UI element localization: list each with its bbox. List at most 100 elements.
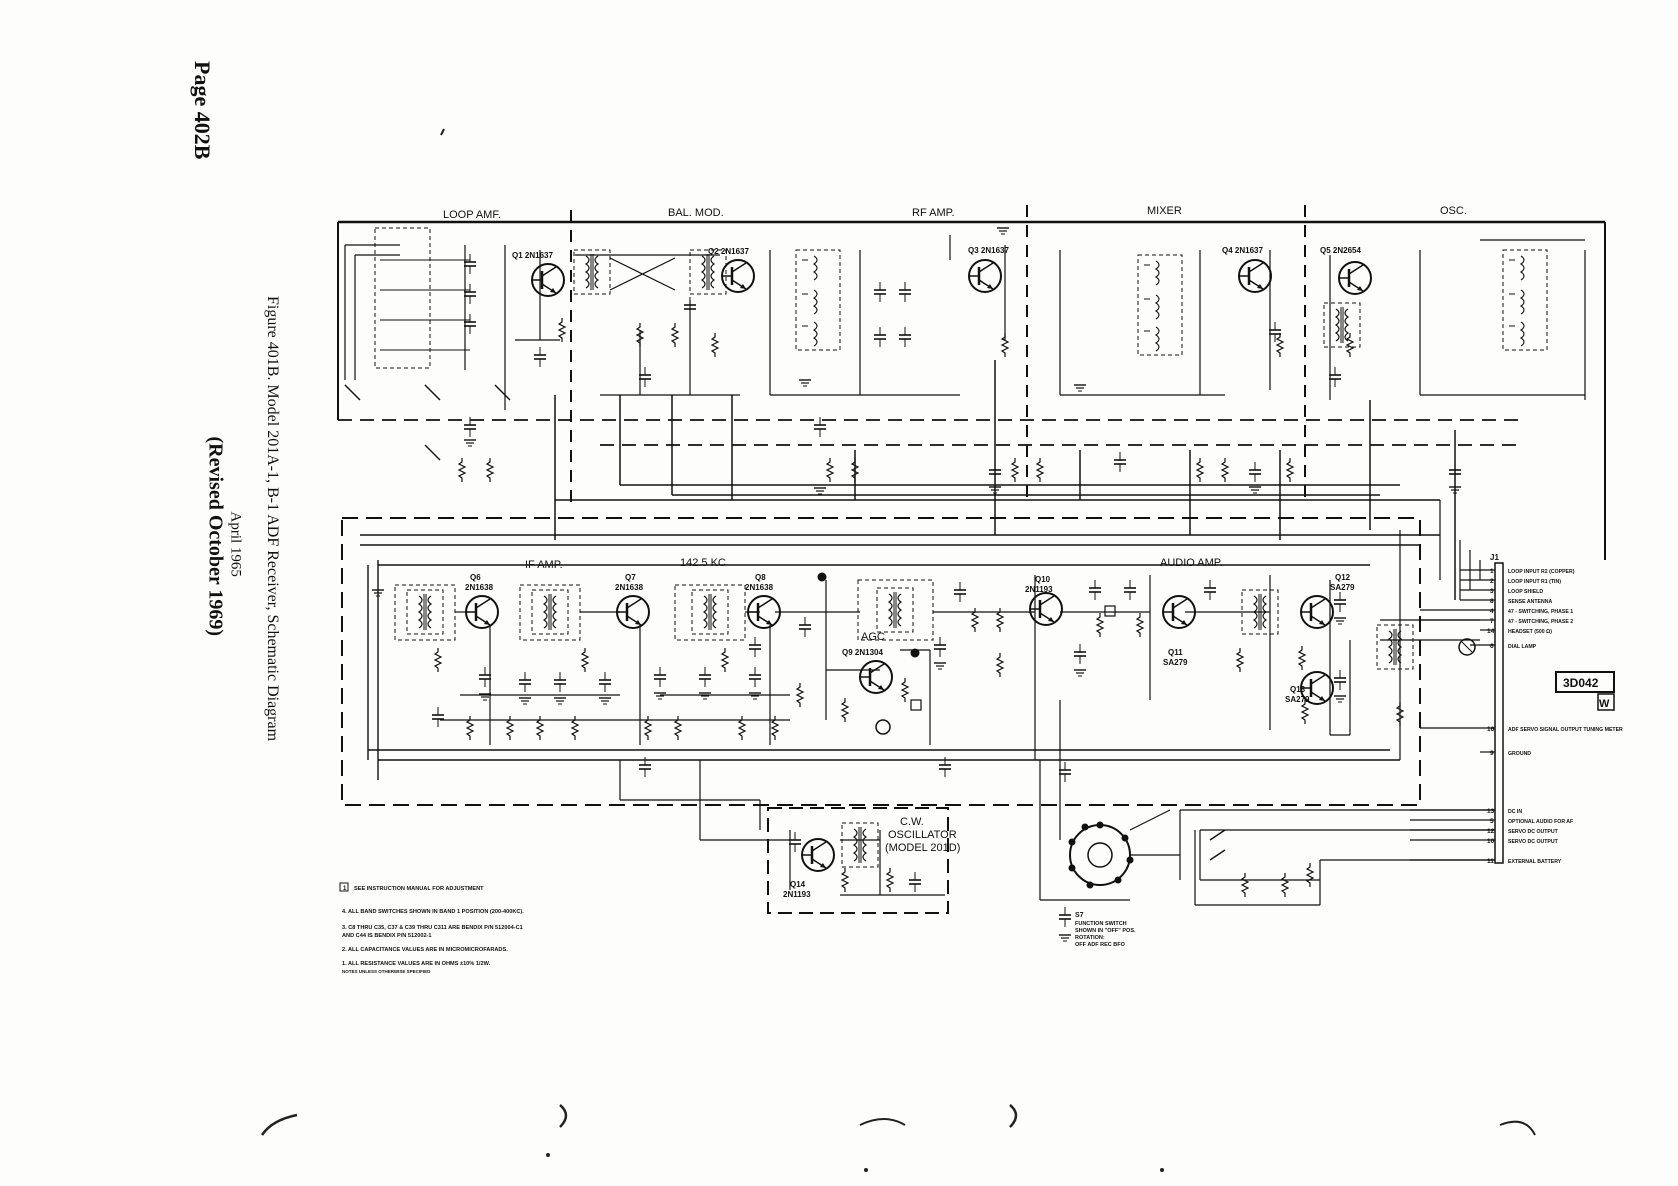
note-2: 2. ALL CAPACITANCE VALUES ARE IN MICROMI…: [342, 947, 508, 953]
j1-connector: [1410, 540, 1504, 864]
j1-ref: J1: [1490, 553, 1499, 562]
if-transformers: [406, 587, 1414, 670]
j1-pin-label: OPTIONAL AUDIO FOR AF: [1508, 819, 1573, 825]
j1-pin-label: SERVO DC OUTPUT: [1508, 829, 1559, 835]
j1-pin-label: DIAL LAMP: [1508, 644, 1537, 650]
j1-pin-label: 47 - SWITCHING, PHASE 1: [1508, 609, 1573, 615]
s7-ref: S7: [1075, 912, 1084, 919]
j1-labels: J1 1 2 3 8 4 7 14 6 16 9 13 5 12 10 11 L…: [1487, 553, 1623, 865]
q11-type: SA279: [1163, 658, 1188, 667]
notes-heading: NOTES UNLESS OTHERWISE SPECIFIED: [342, 969, 431, 974]
svg-text:Q3 2N1637: Q3 2N1637: [968, 246, 1009, 255]
q13-type: SA279: [1285, 695, 1310, 704]
svg-text:OFF ADF REC BFO: OFF ADF REC BFO: [1075, 942, 1126, 948]
label-rf-amp: RF AMP.: [912, 207, 955, 219]
if-audio-section: [341, 500, 1480, 806]
q9-type: 2N1304: [855, 648, 884, 657]
label-mixer: MIXER: [1147, 205, 1182, 217]
svg-text:SHOWN IN "OFF" POS.: SHOWN IN "OFF" POS.: [1075, 928, 1136, 934]
j1-pin-label: SENSE ANTENNA: [1508, 599, 1552, 605]
section-labels: LOOP AMF. BAL. MOD. RF AMP. MIXER OSC. I…: [443, 205, 1467, 854]
svg-text:11: 11: [1487, 858, 1494, 865]
q9-ref: Q9: [842, 648, 853, 657]
svg-text:Q1 2N1637: Q1 2N1637: [512, 251, 553, 260]
misc-symbols: [817, 572, 1476, 735]
svg-text:9: 9: [1490, 750, 1494, 757]
note-4: 4. ALL BAND SWITCHES SHOWN IN BAND 1 POS…: [342, 909, 524, 915]
label-osc: OSC.: [1440, 205, 1467, 217]
j1-pin-label: LOOP SHIELD: [1508, 589, 1543, 595]
j1-pin-label: LOOP INPUT R1 (TIN): [1508, 579, 1561, 585]
notes-block: 1 SEE INSTRUCTION MANUAL FOR ADJUSTMENT …: [339, 882, 524, 974]
q11-ref: Q11: [1168, 648, 1183, 657]
q4-ref: Q4: [1222, 246, 1233, 255]
svg-text:Q2 2N1637: Q2 2N1637: [708, 247, 749, 256]
top-components: [458, 227, 1462, 495]
label-loop-amp: LOOP AMF.: [443, 209, 501, 221]
drawing-number: 3D042 W: [1563, 676, 1610, 710]
drawing-mark: W: [1599, 698, 1610, 710]
svg-text:4: 4: [1490, 608, 1494, 615]
svg-text:13: 13: [1487, 808, 1495, 815]
j1-pin-label: ADF SERVO SIGNAL OUTPUT TUNING METER: [1508, 727, 1623, 733]
page-artifacts: [260, 128, 1536, 1172]
label-cw-osc-2: OSCILLATOR: [888, 829, 957, 841]
svg-text:3: 3: [1490, 588, 1494, 595]
svg-text:Q5 2N2654: Q5 2N2654: [1320, 246, 1361, 255]
label-if-frequency: 142.5 KC: [680, 557, 726, 569]
q1-ref: Q1: [512, 251, 523, 260]
q6-type: 2N1638: [465, 583, 494, 592]
svg-text:12: 12: [1487, 828, 1495, 835]
q14-ref: Q14: [790, 880, 806, 889]
svg-text:Q4 2N1637: Q4 2N1637: [1222, 246, 1263, 255]
switch-labels: S7 FUNCTION SWITCH SHOWN IN "OFF" POS. R…: [1075, 912, 1136, 948]
svg-text:FUNCTION SWITCH: FUNCTION SWITCH: [1075, 921, 1127, 927]
q5-ref: Q5: [1320, 246, 1331, 255]
note-1: 1. ALL RESISTANCE VALUES ARE IN OHMS ±10…: [342, 961, 491, 967]
j1-pin-label: GROUND: [1508, 751, 1531, 757]
q10-ref: Q10: [1035, 575, 1051, 584]
q7-ref: Q7: [625, 573, 636, 582]
svg-text:14: 14: [1487, 628, 1495, 635]
note-3b: AND C44 IS BENDIX P/N 512002-1: [342, 933, 432, 939]
q12-type: SA279: [1330, 583, 1355, 592]
label-cw-osc-1: C.W.: [900, 816, 924, 828]
label-bal-mod: BAL. MOD.: [668, 207, 724, 219]
q8-ref: Q8: [755, 573, 766, 582]
q3-type: 2N1637: [981, 246, 1010, 255]
svg-text:16: 16: [1487, 726, 1495, 733]
top-transistors: [530, 258, 1373, 298]
transistor-labels: Q1 2N1637 Q2 2N1637 Q3 2N1637 Q4 2N1637 …: [465, 246, 1361, 899]
label-audio-amp: AUDIO AMP.: [1160, 557, 1223, 569]
q14-type: 2N1193: [783, 890, 811, 899]
j1-pin-label: EXTERNAL BATTERY: [1508, 859, 1562, 865]
q2-type: 2N1637: [721, 247, 750, 256]
svg-text:8: 8: [1490, 598, 1494, 605]
note-3a: 3. C8 THRU C35, C37 & C39 THRU C311 ARE …: [342, 925, 523, 931]
note-adjustment: SEE INSTRUCTION MANUAL FOR ADJUSTMENT: [354, 886, 484, 892]
j1-pin-label: LOOP INPUT R2 (COPPER): [1508, 569, 1575, 575]
drawing-number-text: 3D042: [1563, 676, 1599, 690]
if-components: [371, 579, 1404, 783]
svg-text:1: 1: [343, 886, 347, 892]
drawing-number-box: [1555, 671, 1615, 711]
q5-type: 2N2654: [1333, 246, 1362, 255]
svg-text:6: 6: [1490, 643, 1494, 650]
q4-type: 2N1637: [1235, 246, 1264, 255]
q2-ref: Q2: [708, 247, 719, 256]
q8-type: 2N1638: [745, 583, 774, 592]
svg-text:7: 7: [1490, 618, 1494, 625]
j1-pin-label: DC IN: [1508, 809, 1522, 815]
j1-pin-label: HEADSET (500 Ω): [1508, 629, 1552, 635]
q13-ref: Q13: [1290, 685, 1306, 694]
label-if-amp: IF AMP.: [525, 559, 563, 571]
label-agc: AGC: [861, 631, 885, 643]
q12-ref: Q12: [1335, 573, 1351, 582]
svg-text:2: 2: [1490, 578, 1494, 585]
svg-text:1: 1: [1490, 568, 1494, 575]
function-switch: [1039, 700, 1495, 906]
q6-ref: Q6: [470, 573, 481, 582]
q1-type: 2N1637: [525, 251, 554, 260]
